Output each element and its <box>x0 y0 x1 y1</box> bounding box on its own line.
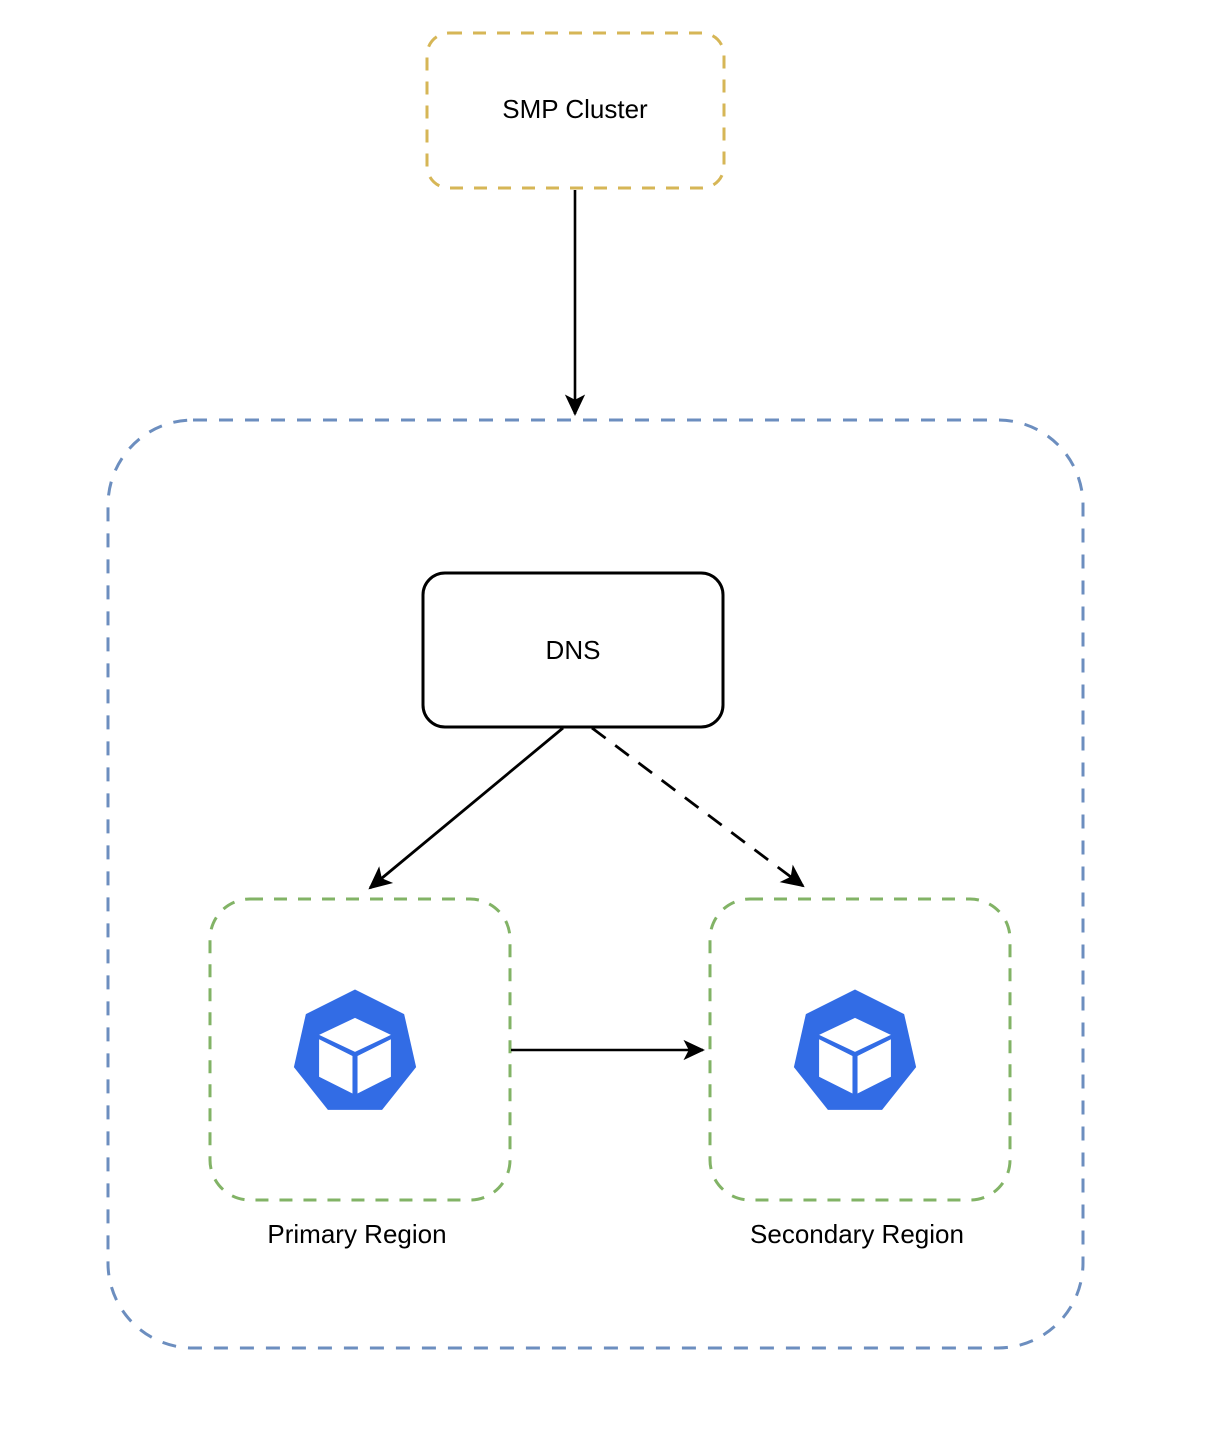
primary-region-caption: Primary Region <box>267 1219 446 1249</box>
dns-box[interactable] <box>421 571 725 729</box>
smp-cluster-label: SMP Cluster <box>502 94 648 124</box>
edge-dns-to-primary <box>368 726 564 890</box>
smp-cluster-box[interactable] <box>425 31 726 190</box>
cloud-boundary-container <box>106 418 1085 1350</box>
dns-label: DNS <box>546 635 601 665</box>
edge-dns-to-secondary <box>591 726 805 888</box>
secondary-region-caption: Secondary Region <box>750 1219 964 1249</box>
